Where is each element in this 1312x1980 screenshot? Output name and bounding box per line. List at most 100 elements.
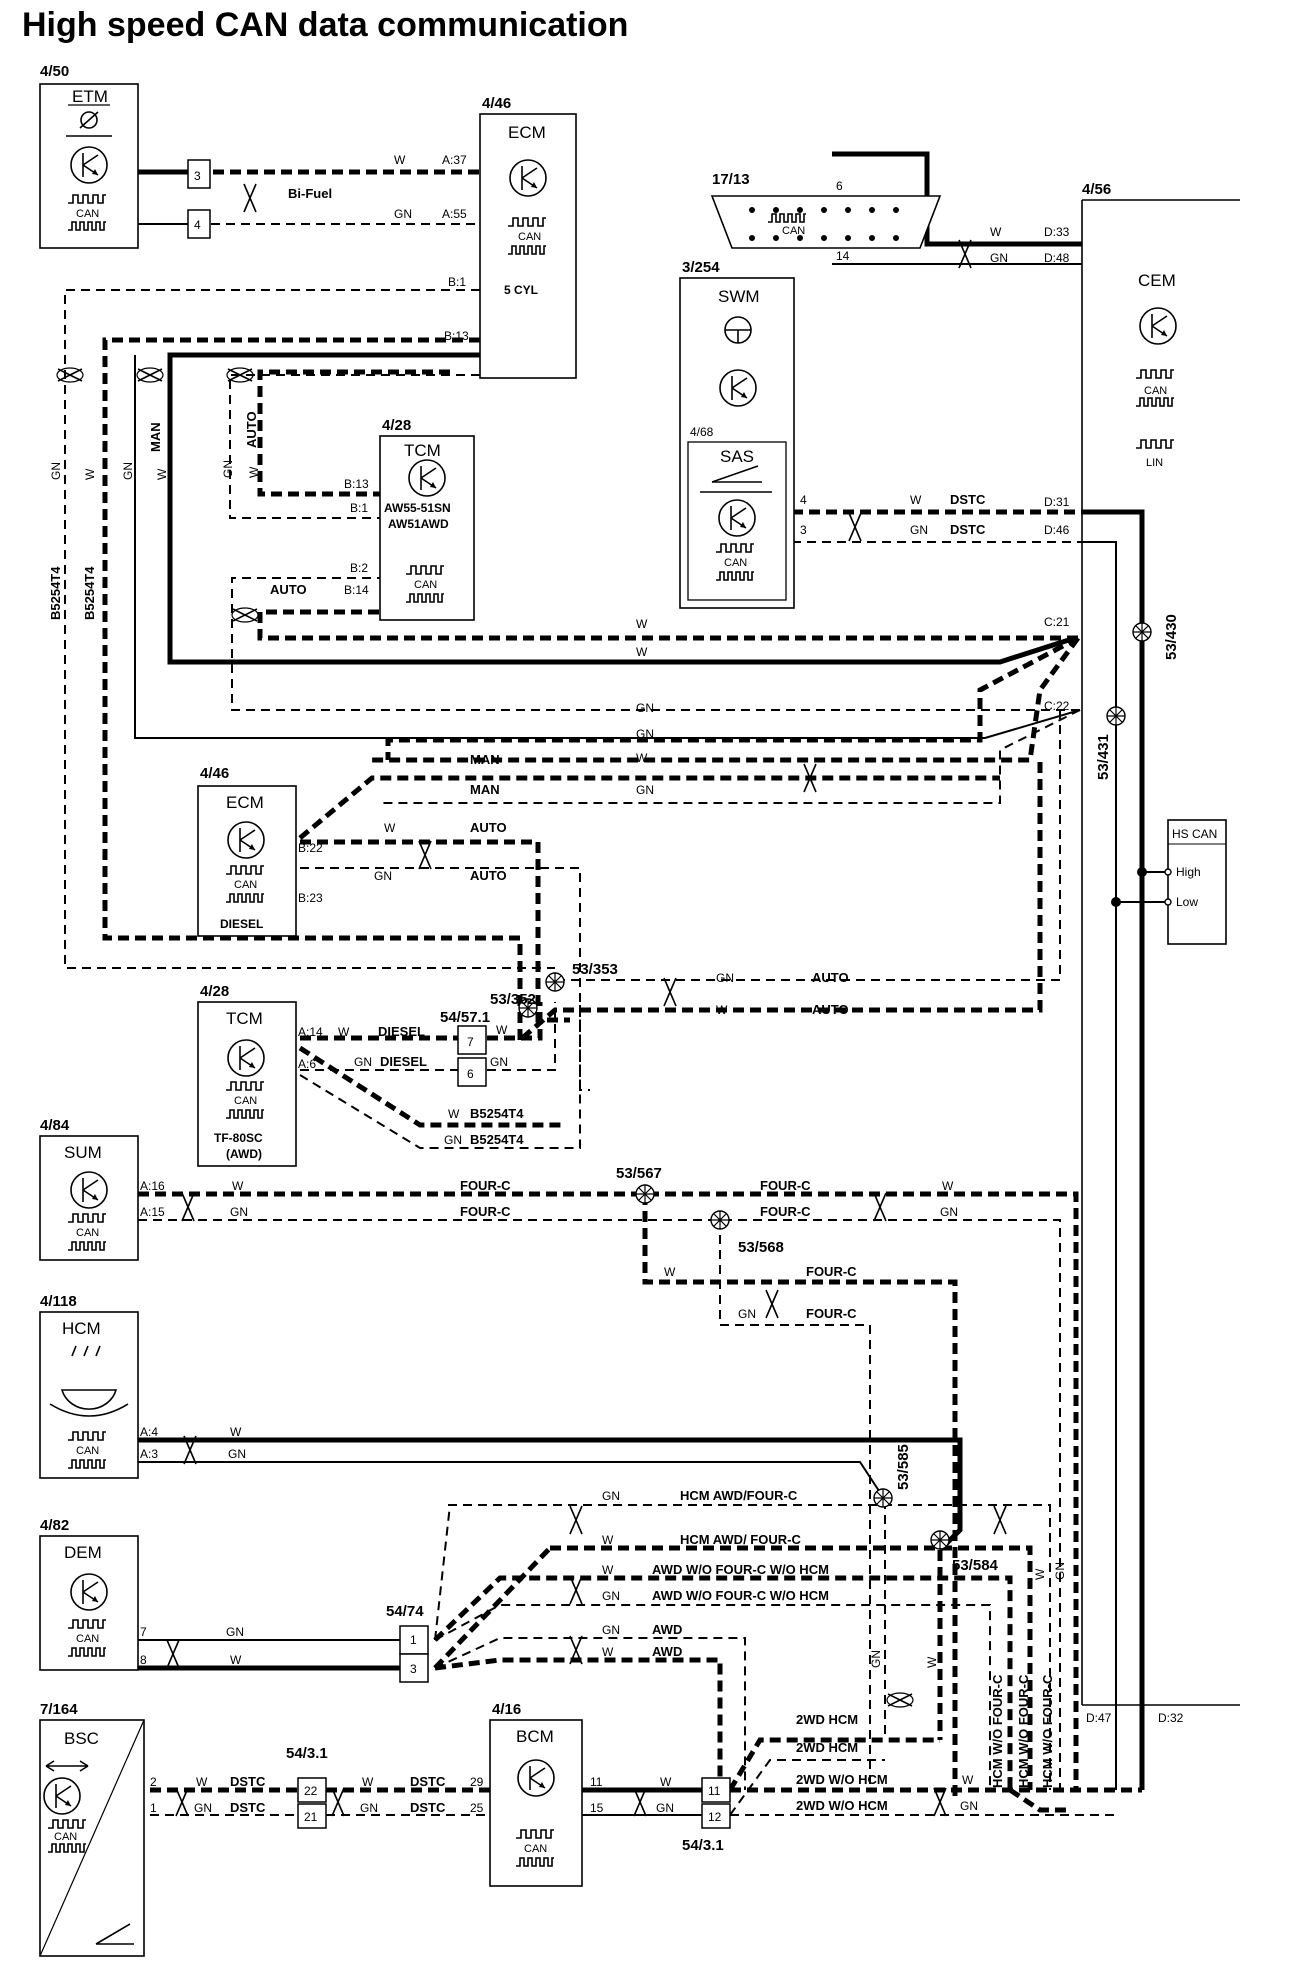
cem-pin-d33: D:33 [1044,225,1070,239]
wire-color-gn: GN [602,1589,620,1603]
wire-label-fourc: FOUR-C [760,1178,811,1193]
page-title: High speed CAN data communication [22,6,628,44]
wire-label-diesel: DIESEL [380,1054,427,1069]
ecm-diesel-name: ECM [226,793,264,812]
wire-color-w: W [230,1425,242,1439]
ecm-petrol-can-label: CAN [518,231,541,243]
splice-icon [635,1184,655,1204]
wire-label-man: MAN [148,422,163,452]
c5474-pin-3: 3 [410,1662,417,1676]
wire-color-gn: GN [221,460,235,478]
wire-label-awd-wo: AWD W/O FOUR-C W/O HCM [652,1588,829,1603]
wire-color-gn: GN [394,207,412,221]
wire-color-gn: GN [121,462,135,480]
etm-pin-3: 3 [194,169,201,183]
connector-54-3-1-b: 11 12 54/3.1 [682,1777,731,1854]
wire-label-hcm-awd-fourc: HCM AWD/FOUR-C [680,1488,798,1503]
dlc-can-label: CAN [782,225,805,237]
tcm-pin-b2: B:2 [350,561,368,575]
connector-label-54-3-1: 54/3.1 [286,1745,328,1762]
wire-label-2wd-hcm: 2WD HCM [796,1740,858,1755]
wire-color-gn: GN [49,462,63,480]
wire-color-w: W [362,1775,374,1789]
wire-color-gn: GN [960,1799,978,1813]
splice-label-53-352: 53/352 [490,991,536,1008]
ecm-diesel-module: 4/46 ECM CAN DIESEL [197,765,297,937]
ecm-pin-a55: A:55 [442,207,467,221]
dem-name: DEM [64,1543,102,1562]
wire-label-2wd-wo-hcm: 2WD W/O HCM [796,1772,888,1787]
wire-label-dstc: DSTC [230,1800,266,1815]
ecm-petrol-variant: 5 CYL [504,283,538,297]
splice-label-53-568: 53/568 [738,1239,784,1256]
wire-color-gn: GN [990,251,1008,265]
wiring [64,151,1168,1816]
hcm-pin-a4: A:4 [140,1425,158,1439]
cem-lin-label: LIN [1146,457,1163,469]
ecm-diesel-can-label: CAN [234,879,257,891]
wire-label-dstc: DSTC [410,1774,446,1789]
swm-name: SWM [718,287,760,306]
dem-pin-8: 8 [140,1653,147,1667]
ecmd-pin-b22: B:22 [298,841,323,855]
wire-label-2wd-wo-hcm: 2WD W/O HCM [796,1798,888,1813]
twist-icon [569,1575,583,1605]
ecm-pin-b1: B:1 [448,275,466,289]
tcm-tf-variant-2: (AWD) [226,1147,262,1161]
tcm-pin-b13: B:13 [344,477,369,491]
wire-color-gn: GN [228,1447,246,1461]
sas-pin-4: 4 [800,493,807,507]
bcm-pin-15: 15 [590,1801,604,1815]
wire-color-w: W [496,1023,508,1037]
ecm-petrol-name: ECM [508,123,546,142]
wire-color-w: W [602,1563,614,1577]
etm-can-label: CAN [76,208,99,220]
twist-icon [873,1192,887,1222]
wire-color-gn: GN [910,523,928,537]
wire-label-hcm-wo-fourc: HCM W/O FOUR-C [1040,1674,1055,1788]
wire-label-hcm-wo-fourc: HCM W/O FOUR-C [990,1674,1005,1788]
tcm-tf-module: 4/28 TCM CAN TF-80SC (AWD) [197,983,297,1167]
twist-icon [993,1505,1007,1535]
dem-module: 4/82 DEM CAN [39,1517,139,1671]
bcm-module: 4/16 BCM CAN [489,1701,583,1887]
tcm-aw-variant-2: AW51AWD [388,517,449,531]
splice-icon [930,1530,950,1550]
wire-color-w: W [1033,1568,1047,1580]
tcm-aw-module: 4/28 TCM AW55-51SN AW51AWD CAN [379,417,475,621]
twist-icon [331,1787,345,1817]
transceiver-icon [1139,307,1177,345]
sas-ref: 4/68 [690,425,714,439]
side-labels-left: GN W GN W MAN GN W AUTO B5254T4 B5254T4 [48,411,261,620]
splice-icon [545,972,565,992]
connector-54-3-1-a: 54/3.1 22 21 [286,1745,328,1829]
conn-pin-21: 21 [304,1810,318,1824]
wire-label-b5254t4: B5254T4 [48,566,63,620]
splice-label-53-585: 53/585 [895,1444,912,1490]
wire-color-gn: GN [636,727,654,741]
wire-color-w: W [155,468,169,480]
wire-label-awd: AWD [652,1622,682,1637]
wire-color-w: W [230,1653,242,1667]
wire-label-dstc: DSTC [410,1800,446,1815]
wire-label-dstc: DSTC [950,492,986,507]
bcm-name: BCM [516,1727,554,1746]
bcm-ref: 4/16 [492,1701,521,1718]
wire-color-gn: GN [230,1205,248,1219]
bcm-pin-25: 25 [470,1801,484,1815]
etm-module: 4/50 ETM CAN [39,63,139,249]
wire-color-gn: GN [869,1650,883,1668]
conn-pin-11: 11 [708,1784,721,1798]
twist-icon [166,1639,180,1669]
sas-name: SAS [720,447,754,466]
cem-pin-d32: D:32 [1158,1711,1184,1725]
tcm-aw-variant-1: AW55-51SN [384,501,451,515]
twist-icon [243,183,257,213]
wire-color-w: W [196,1775,208,1789]
hcm-module: 4/118 HCM CAN [39,1293,139,1479]
wire-color-gn: GN [360,1801,378,1815]
tcmtf-pin-a14: A:14 [298,1025,323,1039]
sas-pin-3: 3 [800,523,807,537]
ecmd-pin-b23: B:23 [298,891,323,905]
wire-label-hcm-wo-fourc: HCM W/O FOUR-C [1016,1674,1031,1788]
